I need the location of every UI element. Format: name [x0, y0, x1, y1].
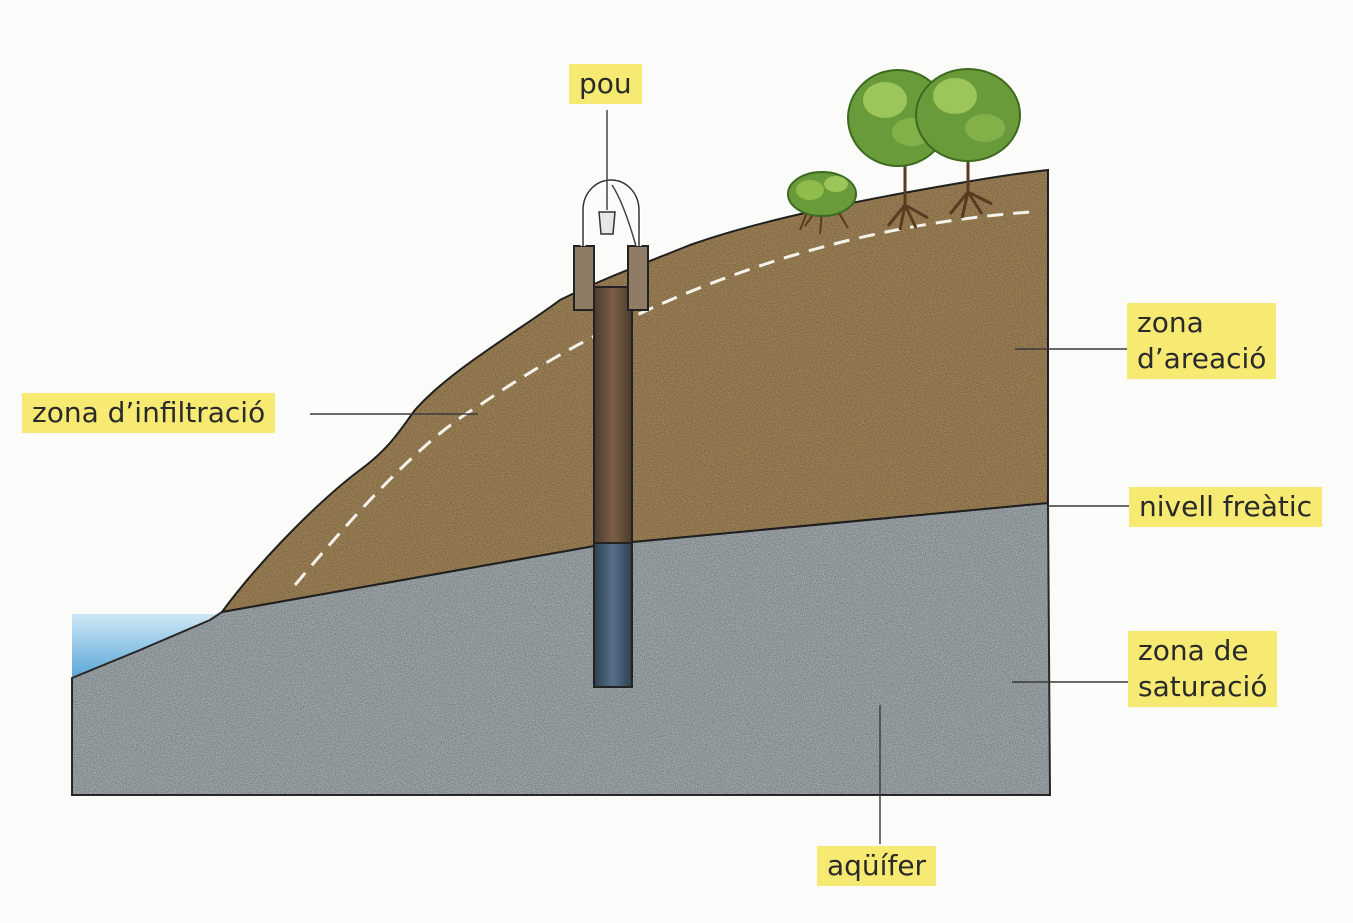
well-post-right: [627, 245, 649, 311]
label-aquifer: aqüífer: [817, 846, 937, 886]
well-casing: [593, 286, 633, 546]
label-aeration-zone: zona d’areació: [1127, 303, 1277, 379]
bucket-icon: [598, 211, 616, 235]
label-water-table: nivell freàtic: [1129, 487, 1323, 527]
well-water: [593, 542, 633, 688]
bush: [787, 171, 857, 235]
label-pou: pou: [569, 64, 642, 104]
well: [573, 177, 649, 688]
tree-2: [915, 68, 1021, 219]
infiltration-curve: [293, 210, 1031, 586]
well-post-left: [573, 245, 595, 311]
label-infiltration-zone: zona d’infiltració: [22, 393, 276, 433]
label-saturation-zone: zona de saturació: [1128, 631, 1278, 707]
